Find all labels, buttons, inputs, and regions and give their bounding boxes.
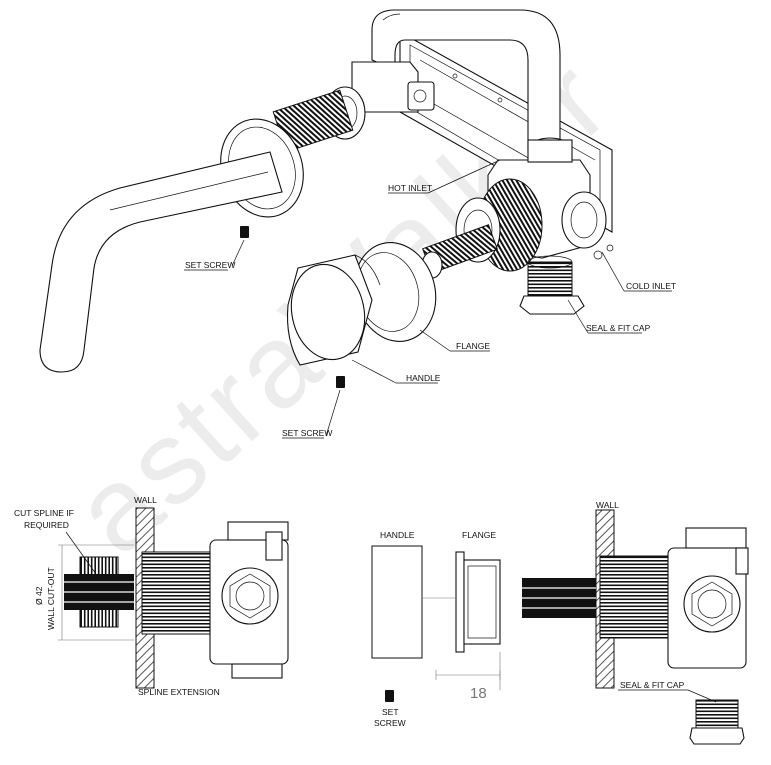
label-flange-exploded: FLANGE <box>456 341 490 351</box>
label-set-screw-lower: SET SCREW <box>282 428 332 438</box>
set-screw-lower <box>336 376 345 388</box>
label-cut-spline-line2: REQUIRED <box>24 520 69 530</box>
left-section-view: WALL Ø 42 WALL CUT-OUT CUT SPLINE IF REQ… <box>14 495 289 697</box>
flange-exploded <box>353 242 437 342</box>
threaded-body-right <box>599 555 671 639</box>
threaded-body-left <box>141 551 211 635</box>
seal-fit-cap-right <box>689 699 745 745</box>
label-wall-cutout: WALL CUT-OUT <box>46 567 56 630</box>
label-seal-fit-cap-top: SEAL & FIT CAP <box>586 323 651 333</box>
label-handle-right: HANDLE <box>380 530 415 540</box>
label-set-screw-upper: SET SCREW <box>185 260 235 270</box>
set-screw-upper <box>240 226 249 238</box>
right-section-view: HANDLE FLANGE 18 SET SCREW WALL <box>371 500 749 745</box>
handle-block <box>371 545 423 659</box>
valve-body-right <box>667 527 749 669</box>
label-screw: SCREW <box>374 718 406 728</box>
set-screw-right <box>385 690 394 702</box>
label-diameter: Ø 42 <box>34 586 44 605</box>
label-hot-inlet: HOT INLET <box>388 183 432 193</box>
label-set: SET <box>382 707 399 717</box>
label-cut-spline-line1: CUT SPLINE IF <box>14 508 74 518</box>
label-flange-right: FLANGE <box>462 530 496 540</box>
label-wall-left: WALL <box>134 495 157 505</box>
exploded-view: SET SCREW SEAL & FIT CAP <box>39 9 676 439</box>
label-seal-fit-cap-right: SEAL & FIT CAP <box>620 680 685 690</box>
seal-fit-cap <box>519 255 585 315</box>
spout <box>39 151 283 373</box>
dimension-18: 18 <box>470 685 487 702</box>
flange-right <box>455 551 501 653</box>
handle-exploded <box>286 254 381 366</box>
label-cold-inlet: COLD INLET <box>626 281 676 291</box>
label-handle-exploded: HANDLE <box>406 373 441 383</box>
valve-body-left <box>209 521 289 679</box>
label-wall-right: WALL <box>596 500 619 510</box>
label-spline-extension: SPLINE EXTENSION <box>138 687 220 697</box>
